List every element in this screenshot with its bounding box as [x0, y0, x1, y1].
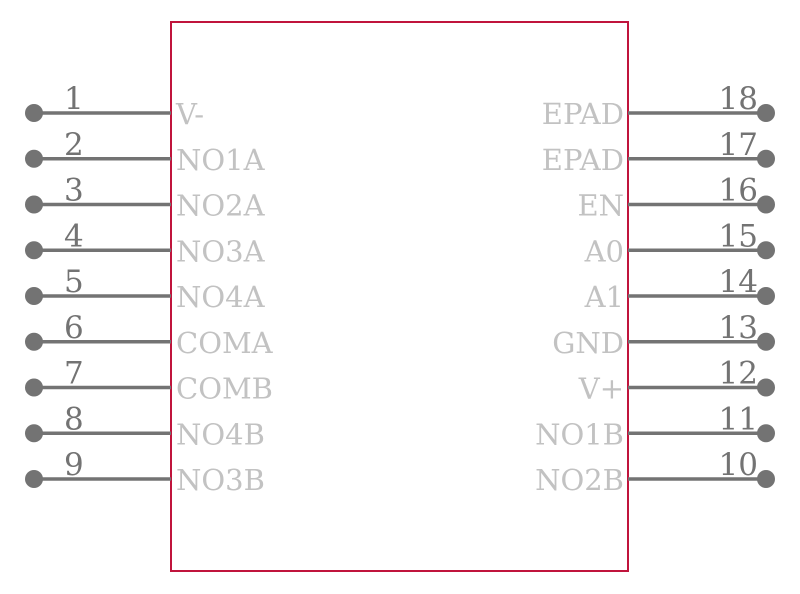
pin-endpoint: [25, 287, 43, 305]
pin-number: 16: [719, 173, 758, 209]
pin-name: V+: [578, 372, 624, 406]
left-pin-group: 1 V- 2 NO1A 3 NO2A 4 NO3A 5 NO4A 6 COMA 7 COMB 8 NO4B 9 N…: [25, 81, 274, 497]
pin-11: 11 NO1B: [535, 401, 775, 451]
pin-endpoint: [25, 241, 43, 260]
pin-number: 5: [64, 264, 84, 300]
pin-17: 17 EPAD: [542, 127, 775, 177]
pin-name: GND: [552, 326, 624, 360]
pin-endpoint: [25, 149, 43, 168]
pin-endpoint: [25, 424, 43, 443]
right-pin-group: 18EPAD17EPAD16EN15A014A113GND12V+11NO1B1…: [535, 81, 775, 497]
pin-name: A0: [584, 234, 624, 268]
pin-8: 8 NO4B: [25, 401, 265, 451]
pin-endpoint: [25, 470, 43, 488]
pin-name: NO2B: [535, 463, 624, 497]
pin-number: 10: [719, 447, 758, 483]
pin-5: 5 NO4A: [25, 264, 266, 314]
pin-name: NO1B: [535, 417, 624, 451]
pin-9: 9 NO3B: [25, 447, 265, 497]
pin-number: 13: [719, 310, 758, 346]
pin-endpoint: [757, 424, 775, 443]
pin-endpoint: [25, 195, 43, 214]
pin-name: V-: [175, 97, 204, 131]
pin-number: 12: [719, 356, 758, 392]
pin-endpoint: [25, 378, 43, 397]
pin-18: 18 EPAD: [542, 81, 775, 131]
pin-number: 4: [64, 218, 84, 254]
pin-name: EPAD: [542, 143, 624, 177]
pin-name: A1: [584, 280, 624, 314]
pin-15: 15 A0: [584, 218, 775, 268]
pin-endpoint: [757, 332, 775, 351]
pin-number: 1: [64, 81, 84, 117]
pin-endpoint: [25, 332, 43, 351]
pin-endpoint: [757, 195, 775, 214]
pin-name: NO1A: [176, 143, 266, 177]
pin-13: 13 GND: [552, 310, 775, 360]
pin-name: EPAD: [542, 97, 624, 131]
pin-number: 11: [719, 401, 758, 437]
pin-endpoint: [757, 287, 775, 305]
pin-name: NO2A: [176, 189, 266, 223]
pin-number: 18: [719, 81, 758, 117]
pin-1: 1 V-: [25, 81, 204, 131]
pin-name: EN: [577, 189, 624, 223]
pin-2: 2 NO1A: [25, 127, 266, 177]
pin-16: 16 EN: [577, 173, 775, 223]
pin-name: COMB: [176, 372, 273, 406]
pin-number: 2: [64, 127, 84, 163]
pin-endpoint: [757, 241, 775, 260]
pin-4: 4 NO3A: [25, 218, 266, 268]
pin-number: 15: [719, 218, 758, 254]
pin-endpoint: [25, 104, 43, 122]
pin-number: 3: [64, 173, 84, 209]
pin-3: 3 NO2A: [25, 173, 266, 223]
pin-6: 6 COMA: [25, 310, 274, 360]
pin-14: 14 A1: [584, 264, 775, 314]
pin-number: 9: [64, 447, 84, 483]
pin-endpoint: [757, 149, 775, 168]
pin-endpoint: [757, 470, 775, 488]
pin-12: 12 V+: [578, 356, 775, 406]
pin-endpoint: [757, 378, 775, 397]
pin-10: 10 NO2B: [535, 447, 775, 497]
pin-name: NO4B: [176, 417, 265, 451]
pin-number: 8: [64, 401, 84, 437]
pin-number: 6: [64, 310, 84, 346]
pin-name: NO3B: [176, 463, 265, 497]
pin-endpoint: [757, 104, 775, 122]
pin-name: NO4A: [176, 280, 266, 314]
pin-name: NO3A: [176, 234, 266, 268]
pin-number: 14: [719, 264, 758, 300]
pin-name: COMA: [176, 326, 274, 360]
pin-7: 7 COMB: [25, 356, 273, 406]
pin-number: 7: [64, 356, 84, 392]
pin-number: 17: [719, 127, 758, 163]
